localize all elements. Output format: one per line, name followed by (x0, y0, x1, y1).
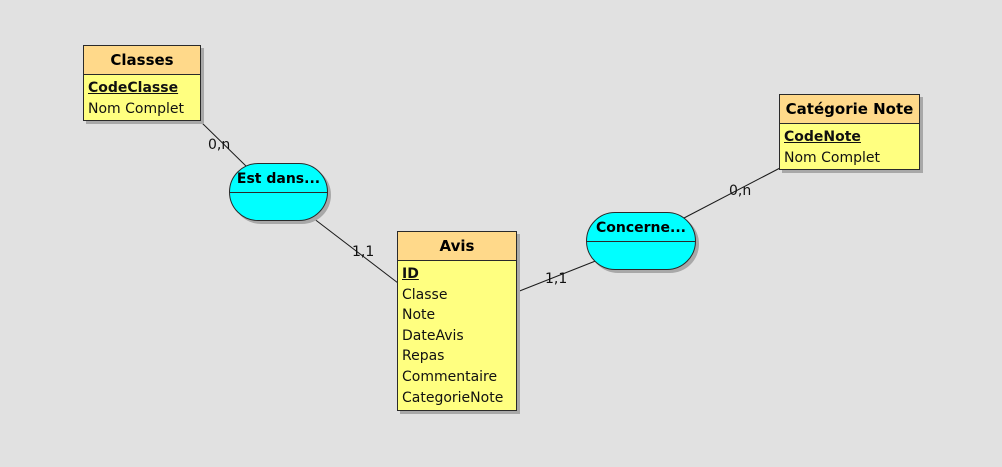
association-label: Est dans... (236, 171, 321, 187)
link-classes-est-dans (199, 120, 248, 168)
entity-classes[interactable]: Classes CodeClasse Nom Complet (83, 45, 201, 121)
link-avis-concerne (516, 259, 599, 293)
attribute: Nom Complet (784, 149, 880, 166)
primary-key-attribute: ID (402, 266, 419, 282)
primary-key-attribute: CodeClasse (88, 80, 179, 96)
primary-key-attribute: CodeNote (784, 129, 861, 145)
link-concerne-categorie (683, 167, 781, 219)
attribute-list: CodeClasse Nom Complet (84, 75, 200, 121)
entity-title: Classes (84, 46, 200, 75)
attribute: Repas (402, 348, 445, 365)
association-divider (230, 192, 327, 193)
attribute: Nom Complet (88, 100, 184, 117)
association-label: Concerne... (596, 220, 686, 236)
cardinality-label: 0,n (729, 183, 752, 199)
attribute-list: CodeNote Nom Complet (780, 124, 919, 170)
attribute-list: ID Classe Note DateAvis Repas Commentair… (398, 261, 516, 410)
entity-title: Catégorie Note (780, 95, 919, 124)
attribute: CategorieNote (402, 389, 504, 406)
cardinality-label: 1,1 (352, 244, 375, 260)
entity-avis[interactable]: Avis ID Classe Note DateAvis Repas Comme… (397, 231, 517, 411)
cardinality-label: 0,n (208, 137, 231, 153)
attribute: Classe (402, 286, 448, 303)
link-est-dans-avis (312, 217, 399, 284)
association-divider (587, 241, 695, 242)
association-concerne[interactable]: Concerne... (586, 212, 696, 270)
attribute: DateAvis (402, 327, 464, 344)
attribute: Note (402, 307, 436, 324)
entity-categorie-note[interactable]: Catégorie Note CodeNote Nom Complet (779, 94, 920, 170)
cardinality-label: 1,1 (545, 271, 568, 287)
attribute: Commentaire (402, 368, 498, 385)
association-est-dans[interactable]: Est dans... (229, 163, 328, 221)
entity-title: Avis (398, 232, 516, 261)
